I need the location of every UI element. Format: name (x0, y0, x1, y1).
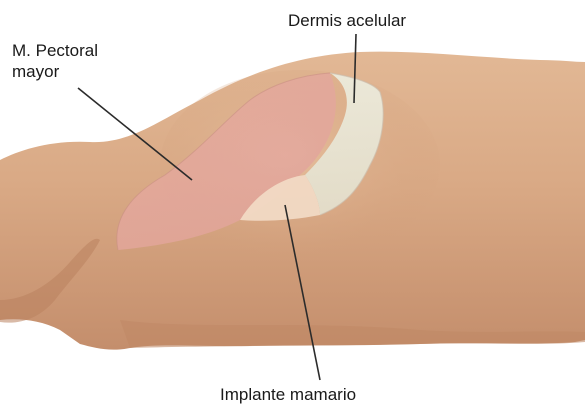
pectoral-label-line1: M. Pectoral (12, 40, 98, 61)
implant-label: Implante mamario (220, 384, 356, 405)
pectoral-label-line2: mayor (12, 61, 98, 82)
dermis-label: Dermis acelular (288, 10, 406, 31)
pectoral-label: M. Pectoral mayor (12, 40, 98, 82)
